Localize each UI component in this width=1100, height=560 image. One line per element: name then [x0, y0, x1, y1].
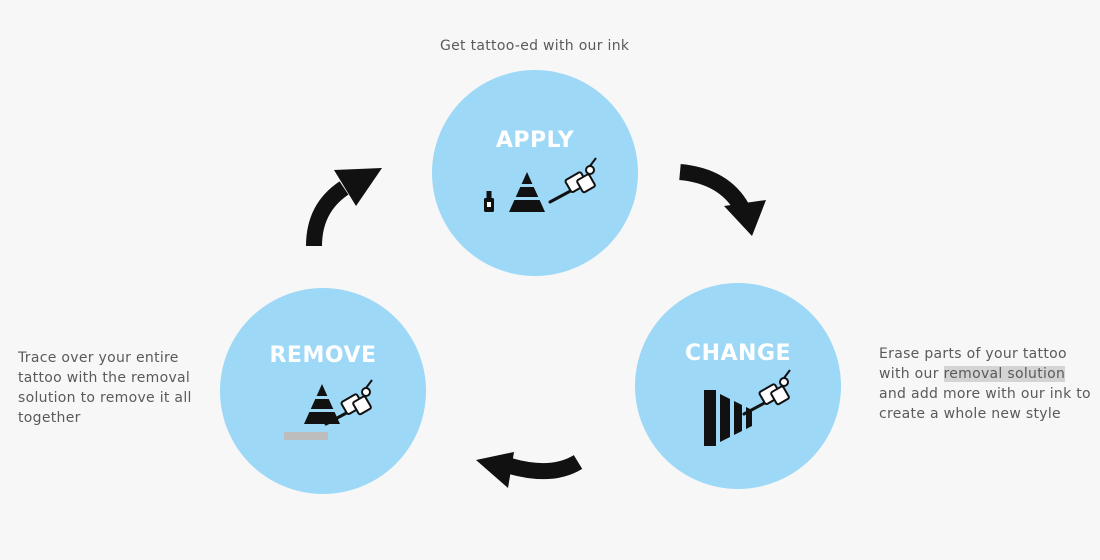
arrow-apply-to-change-icon	[679, 164, 766, 236]
change-desc-text: with our	[879, 366, 944, 382]
change-circle: CHANGE	[635, 283, 841, 489]
change-desc-line: create a whole new style	[879, 406, 1061, 422]
apply-circle: APPLY	[432, 70, 638, 276]
remove-title: REMOVE	[269, 343, 377, 368]
layered-bars-icon	[704, 390, 752, 446]
change-description: Erase parts of your tattoo with our remo…	[879, 344, 1091, 424]
remove-desc-line: Trace over your entire	[18, 350, 179, 366]
remove-description: Trace over your entire tattoo with the r…	[18, 348, 192, 428]
arrow-remove-to-apply-icon	[306, 168, 382, 247]
pyramid-icon	[508, 172, 546, 212]
remove-desc-line: tattoo with the removal	[18, 370, 191, 386]
tattoo-machine-icon	[548, 156, 598, 204]
apply-caption: Get tattoo-ed with our ink	[440, 38, 630, 54]
change-desc-line: Erase parts of your tattoo	[879, 346, 1067, 362]
change-title: CHANGE	[684, 341, 792, 366]
change-desc-line: with our removal solution	[879, 364, 1091, 384]
change-desc-line: and add more with our ink to	[879, 386, 1091, 402]
remove-desc-line: solution to remove it all	[18, 390, 192, 406]
remove-desc-line: together	[18, 410, 81, 426]
tattoo-machine-icon	[742, 368, 792, 416]
ink-bottle-icon	[484, 191, 494, 212]
apply-title: APPLY	[495, 128, 575, 153]
pyramid-icon	[284, 384, 341, 440]
removal-solution-highlight: removal solution	[943, 366, 1066, 382]
arrow-change-to-remove-icon	[476, 452, 583, 488]
